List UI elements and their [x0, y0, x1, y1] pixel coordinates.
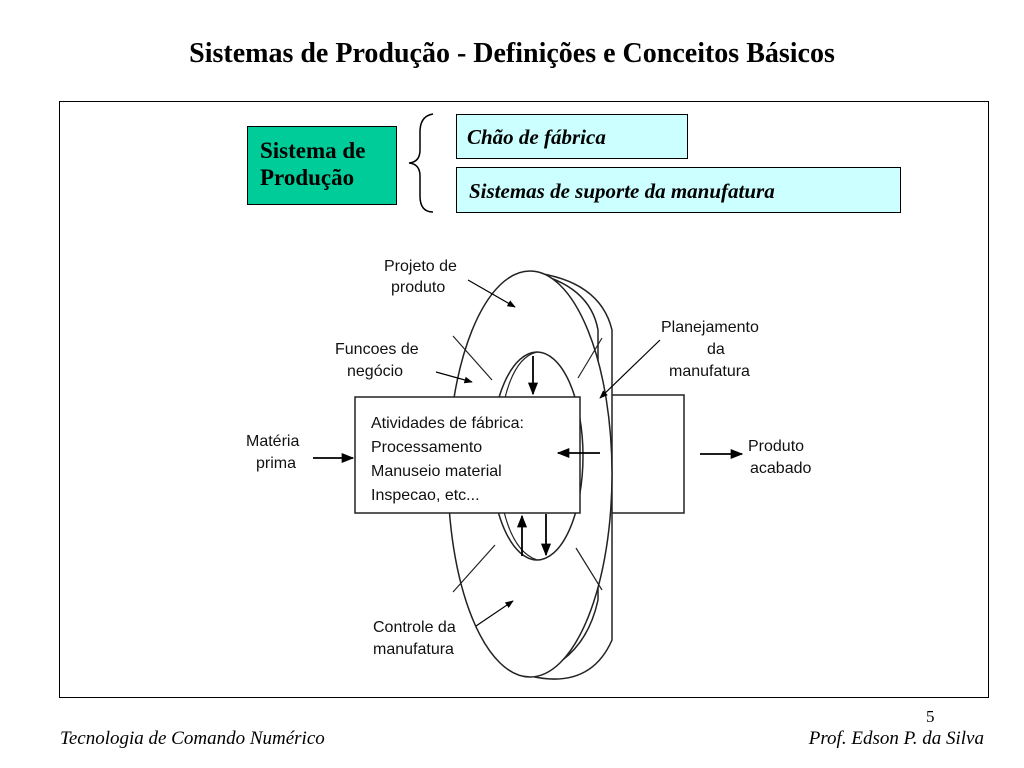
funcoes-label-line1: Funcoes de: [335, 341, 419, 358]
curly-brace: [408, 113, 434, 213]
footer-course: Tecnologia de Comando Numérico: [60, 728, 325, 749]
chao-de-fabrica-box: Chão de fábrica: [456, 114, 688, 159]
sistema-label-line1: Sistema de: [260, 138, 366, 163]
page-number: 5: [926, 707, 935, 726]
segment-line: [577, 337, 603, 379]
sistemas-suporte-box: Sistemas de suporte da manufatura: [456, 167, 901, 213]
controle-label-line2: manufatura: [373, 641, 454, 658]
content-frame: [59, 101, 989, 698]
atividades-box: [354, 396, 581, 514]
atividades-line4: Inspecao, etc...: [371, 487, 480, 504]
planejamento-label-line2: da: [707, 341, 725, 358]
produto-label-line2: acabado: [750, 460, 811, 477]
atividades-line2: Processamento: [371, 439, 482, 456]
materia-label-line1: Matéria: [246, 433, 299, 450]
projeto-label-line2: produto: [391, 279, 445, 296]
segment-line: [575, 547, 603, 591]
arrow-controle: [475, 600, 514, 627]
produto-label-line1: Produto: [748, 438, 804, 455]
segment-line: [452, 335, 493, 381]
planejamento-label-line1: Planejamento: [661, 319, 759, 336]
flow-band-right: [599, 394, 685, 514]
arrow-projeto: [467, 279, 516, 308]
materia-label-line2: prima: [256, 455, 296, 472]
planejamento-label-line3: manufatura: [669, 363, 750, 380]
controle-label-line1: Controle da: [373, 619, 456, 636]
arrow-funcoes: [435, 371, 473, 384]
segment-line: [452, 544, 496, 593]
atividades-line1: Atividades de fábrica:: [371, 415, 524, 432]
footer-author: Prof. Edson P. da Silva: [808, 728, 984, 749]
atividades-line3: Manuseio material: [371, 463, 502, 480]
slide-title: Sistemas de Produção - Definições e Conc…: [189, 38, 835, 69]
sistema-label-line2: Produção: [260, 165, 355, 190]
arrow-planejamento: [599, 339, 661, 399]
sistema-producao-box: Sistema de Produção: [247, 126, 397, 205]
projeto-label-line1: Projeto de: [384, 258, 457, 275]
funcoes-label-line2: negócio: [347, 363, 403, 380]
